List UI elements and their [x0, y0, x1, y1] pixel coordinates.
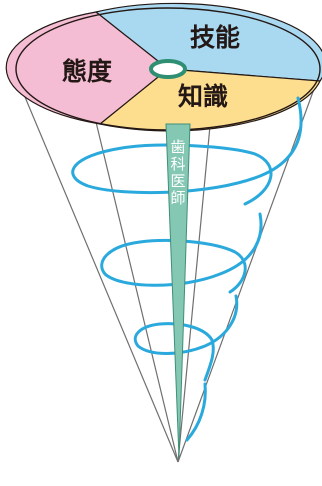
label-knowledge: 知識 — [178, 82, 228, 111]
spiral-segment-3 — [133, 294, 239, 382]
label-dentist-char: 科 — [170, 155, 185, 173]
cone-line-left — [11, 65, 179, 463]
label-dentist-char: 師 — [170, 189, 185, 207]
cone-lines — [11, 65, 319, 463]
spiral-segment-1 — [71, 96, 303, 206]
spiral-segment-4 — [185, 382, 207, 442]
cone-line-inner-left — [95, 121, 179, 463]
label-skills: 技能 — [190, 23, 240, 52]
axis-dentist — [165, 123, 191, 459]
label-dentist: 歯科医師 — [170, 138, 185, 207]
cone-line-inner-right — [177, 125, 211, 463]
label-dentist-char: 歯 — [170, 138, 185, 156]
spiral-segment-2 — [100, 212, 263, 294]
label-dentist-char: 医 — [170, 172, 185, 190]
top-disc — [5, 2, 322, 132]
label-attitude: 態度 — [62, 57, 112, 86]
center-hub — [149, 59, 187, 79]
segment-attitude — [5, 11, 169, 125]
spiral — [71, 96, 303, 442]
cone-line-right — [177, 77, 319, 463]
